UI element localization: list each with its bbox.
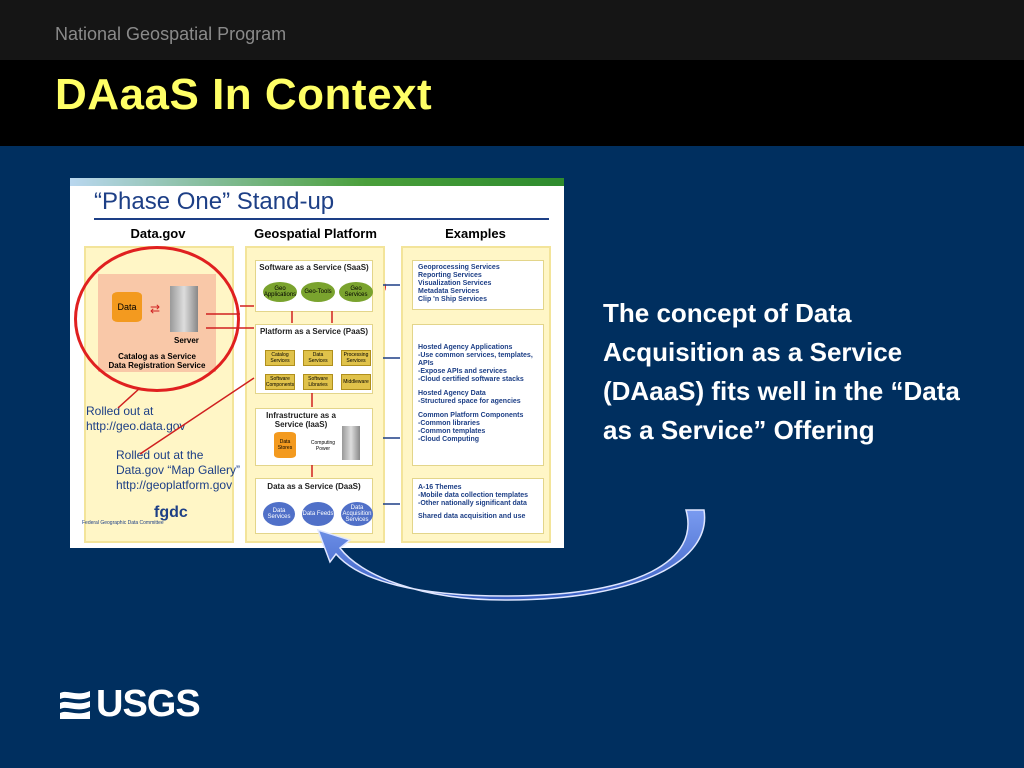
catalog-services-box: Catalog Services [265,350,295,366]
rolled-out-map-gallery: Rolled out at the Data.gov “Map Gallery”… [116,448,241,492]
computing-power-label: Computing Power [310,440,336,452]
column-head-datagov: Data.gov [130,226,186,241]
red-highlight-circle-left [74,246,240,392]
usgs-wave-icon [60,691,90,719]
diagram-title-underline [94,218,549,220]
slide-title: DAaaS In Context [55,70,433,119]
diagram-accent-bar [70,178,564,186]
examples-saas-box [412,260,544,310]
iaas-server-icon [342,426,360,460]
fgdc-logo: fgdc [154,504,188,521]
usgs-logo: USGS [58,683,201,728]
geo-tools-pill: Geo-Tools [301,282,335,302]
column-head-examples: Examples [445,226,506,241]
processing-services-box: Processing Services [341,350,371,366]
data-services-pill: Data Services [263,502,295,526]
rolled-out-geo-data-gov: Rolled out at http://geo.data.gov [86,404,186,433]
data-stores-icon: Data Stores [274,432,296,458]
geo-services-pill: Geo Services [339,282,373,302]
data-acquisition-pill: Data Acquisition Services [341,502,373,526]
title-bar [0,60,1024,146]
software-libraries-box: Software Libraries [303,374,333,390]
diagram-title: “Phase One” Stand-up [94,188,335,215]
diagram-arrows [117,284,400,505]
middleware-box: Middleware [341,374,371,390]
geo-applications-pill: Geo Applications [263,282,297,302]
column-head-platform: Geospatial Platform [254,226,377,241]
examples-paas-box [412,324,544,466]
examples-daas-list: A-16 Themes -Mobile data collection temp… [418,484,529,520]
software-components-box: Software Components [265,374,295,390]
phase-one-diagram: “Phase One” Stand-up Data.gov Geospatial… [70,178,564,548]
data-services-box: Data Services [303,350,333,366]
examples-saas-list: Geoprocessing Services Reporting Service… [418,264,500,303]
fgdc-subtitle: Federal Geographic Data Committee [82,520,164,526]
data-feeds-pill: Data Feeds [302,502,334,526]
concept-description: The concept of Data Acquisition as a Ser… [603,298,960,445]
examples-paas-list: Hosted Agency Applications -Use common s… [418,344,533,443]
usgs-wordmark: USGS [96,683,201,725]
program-name: National Geospatial Program [55,24,287,44]
examples-daas-box [412,478,544,534]
